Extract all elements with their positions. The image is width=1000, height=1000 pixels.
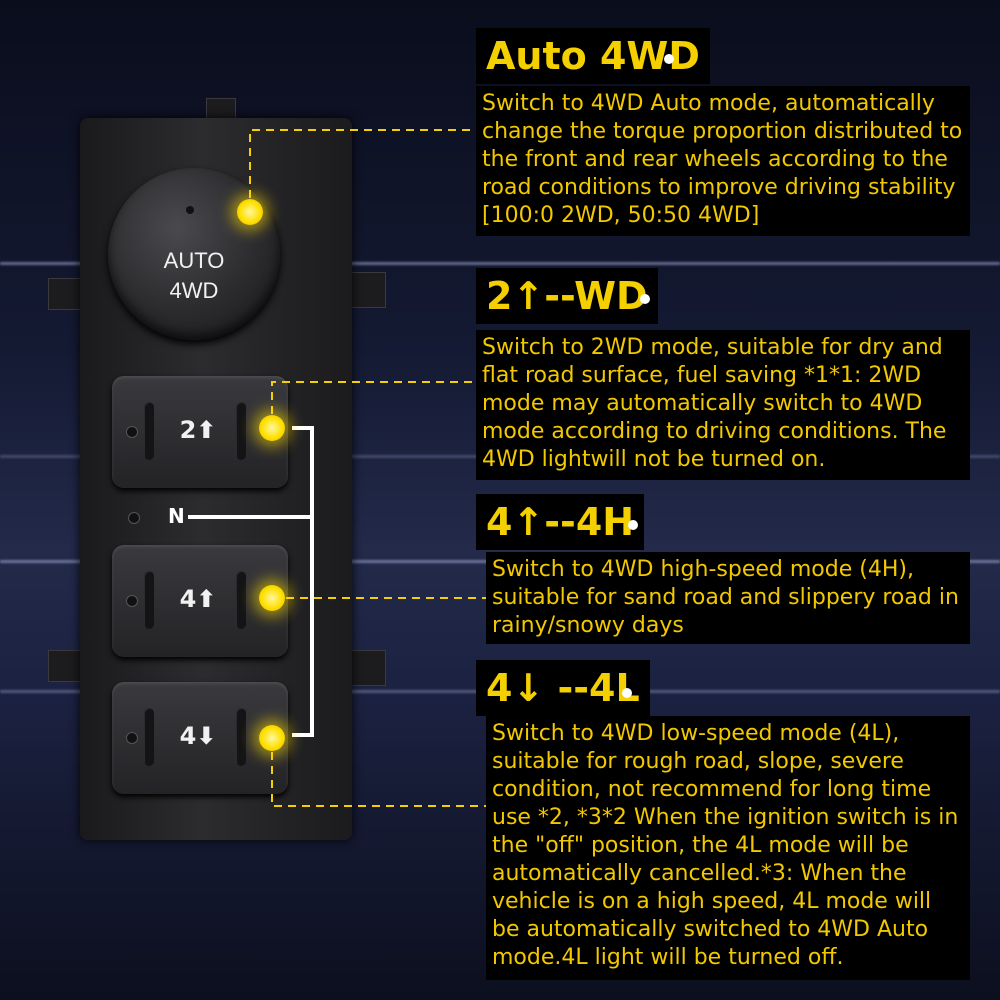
mount-tab bbox=[48, 278, 84, 310]
button-groove bbox=[144, 571, 154, 629]
background-streak bbox=[0, 262, 1000, 265]
section-description: Switch to 4WD Auto mode, automatically c… bbox=[476, 86, 970, 236]
4h-button[interactable]: 4⬆ bbox=[112, 545, 288, 657]
2wd-button[interactable]: 2⬆ bbox=[112, 376, 288, 488]
title-dot bbox=[640, 294, 650, 304]
title-dot bbox=[622, 688, 632, 698]
4h-led bbox=[259, 585, 285, 611]
neutral-label: N bbox=[168, 504, 185, 528]
indicator-dot bbox=[126, 595, 138, 607]
neutral-indicator-dot bbox=[128, 512, 140, 524]
section-description: Switch to 4WD low-speed mode (4L), suita… bbox=[486, 716, 970, 980]
connector-2wd bbox=[271, 381, 478, 428]
auto-4wd-knob[interactable]: AUTO 4WD bbox=[108, 168, 280, 340]
auto-4wd-led bbox=[237, 199, 263, 225]
button-groove bbox=[144, 708, 154, 766]
knob-label-auto: AUTO bbox=[163, 248, 225, 273]
button-groove bbox=[236, 402, 246, 460]
section-title: 2↑--WD bbox=[476, 268, 658, 324]
2wd-button-label: 2⬆ bbox=[179, 416, 217, 444]
button-groove bbox=[144, 402, 154, 460]
mount-tab bbox=[350, 272, 386, 308]
indicator-dot bbox=[126, 426, 138, 438]
title-dot bbox=[628, 520, 638, 530]
2wd-led bbox=[259, 415, 285, 441]
4l-led bbox=[259, 725, 285, 751]
4l-button-label: 4⬇ bbox=[179, 722, 217, 750]
section-description: Switch to 2WD mode, suitable for dry and… bbox=[476, 330, 970, 480]
section-title: 4↑--4H bbox=[476, 494, 645, 550]
indicator-dot bbox=[126, 732, 138, 744]
button-groove bbox=[236, 708, 246, 766]
section-title: Auto 4WD bbox=[476, 28, 710, 84]
connector-4l bbox=[271, 738, 488, 807]
knob-label-4wd: 4WD bbox=[169, 278, 219, 303]
section-description: Switch to 4WD high-speed mode (4H), suit… bbox=[486, 552, 970, 644]
title-dot bbox=[664, 54, 674, 64]
4l-button[interactable]: 4⬇ bbox=[112, 682, 288, 794]
connector-auto-4wd bbox=[249, 129, 478, 212]
4h-button-label: 4⬆ bbox=[179, 585, 217, 613]
neutral-bracket bbox=[292, 426, 314, 737]
mount-tab bbox=[48, 650, 84, 682]
button-groove bbox=[236, 571, 246, 629]
indicator-dot bbox=[186, 206, 194, 214]
section-title: 4↓ --4L bbox=[476, 660, 650, 716]
